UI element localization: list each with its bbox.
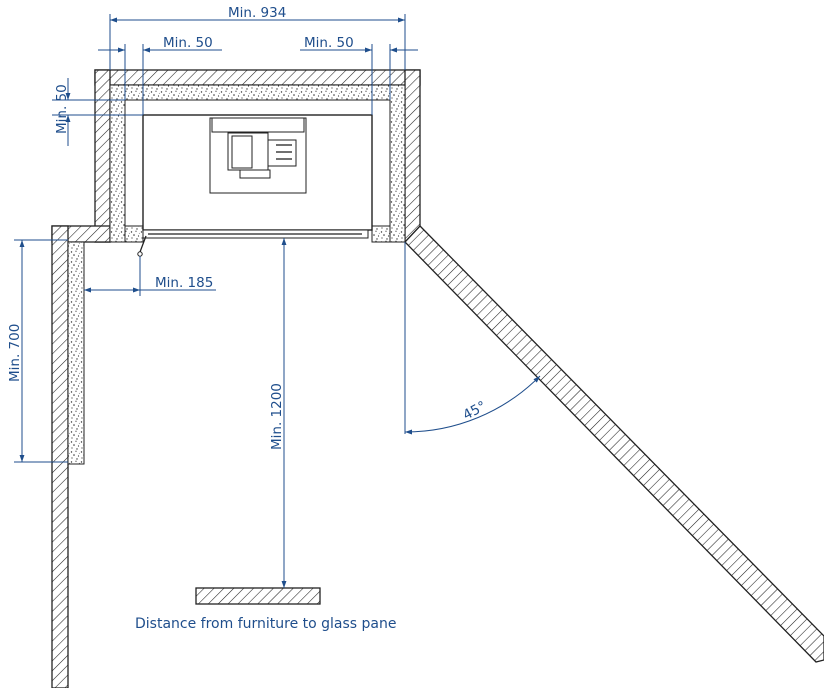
top-insulation	[109, 84, 406, 101]
dimensions: Min. 934 Min. 50 Min. 50 Min. 50 Min. 18…	[7, 5, 541, 588]
bottom-right-insulation	[371, 225, 391, 243]
dim-text-50-right: Min. 50	[304, 35, 354, 51]
burner-panel	[231, 135, 253, 169]
dim-text-50-top: Min. 50	[54, 84, 70, 134]
bottom-left-insulation	[124, 225, 144, 243]
burner-base	[239, 169, 271, 179]
furniture-block	[195, 587, 321, 605]
dim-text-1200: Min. 1200	[269, 383, 285, 450]
insulation	[67, 84, 406, 465]
left-niche-wall	[94, 69, 111, 243]
door-handle-knob	[137, 251, 143, 257]
fireplace-unit	[124, 99, 391, 257]
dim-text-50-left: Min. 50	[163, 35, 213, 51]
left-room-wall	[51, 225, 69, 688]
wall-insulation-strip	[67, 241, 85, 465]
right-insulation	[389, 84, 406, 243]
top-wall	[94, 69, 421, 86]
valve-block	[267, 139, 297, 167]
burner-top-plate	[211, 117, 305, 133]
dim-text-934: Min. 934	[228, 5, 286, 21]
dim-text-700: Min. 700	[7, 324, 23, 382]
right-niche-wall	[404, 69, 421, 243]
left-insulation	[109, 84, 126, 243]
dim-text-angle: 45°	[460, 398, 489, 423]
angled-wall	[404, 225, 824, 663]
dim-text-185: Min. 185	[155, 275, 213, 291]
furniture-caption: Distance from furniture to glass pane	[135, 616, 397, 632]
angle-arc	[404, 375, 541, 435]
door-handle	[139, 235, 147, 253]
